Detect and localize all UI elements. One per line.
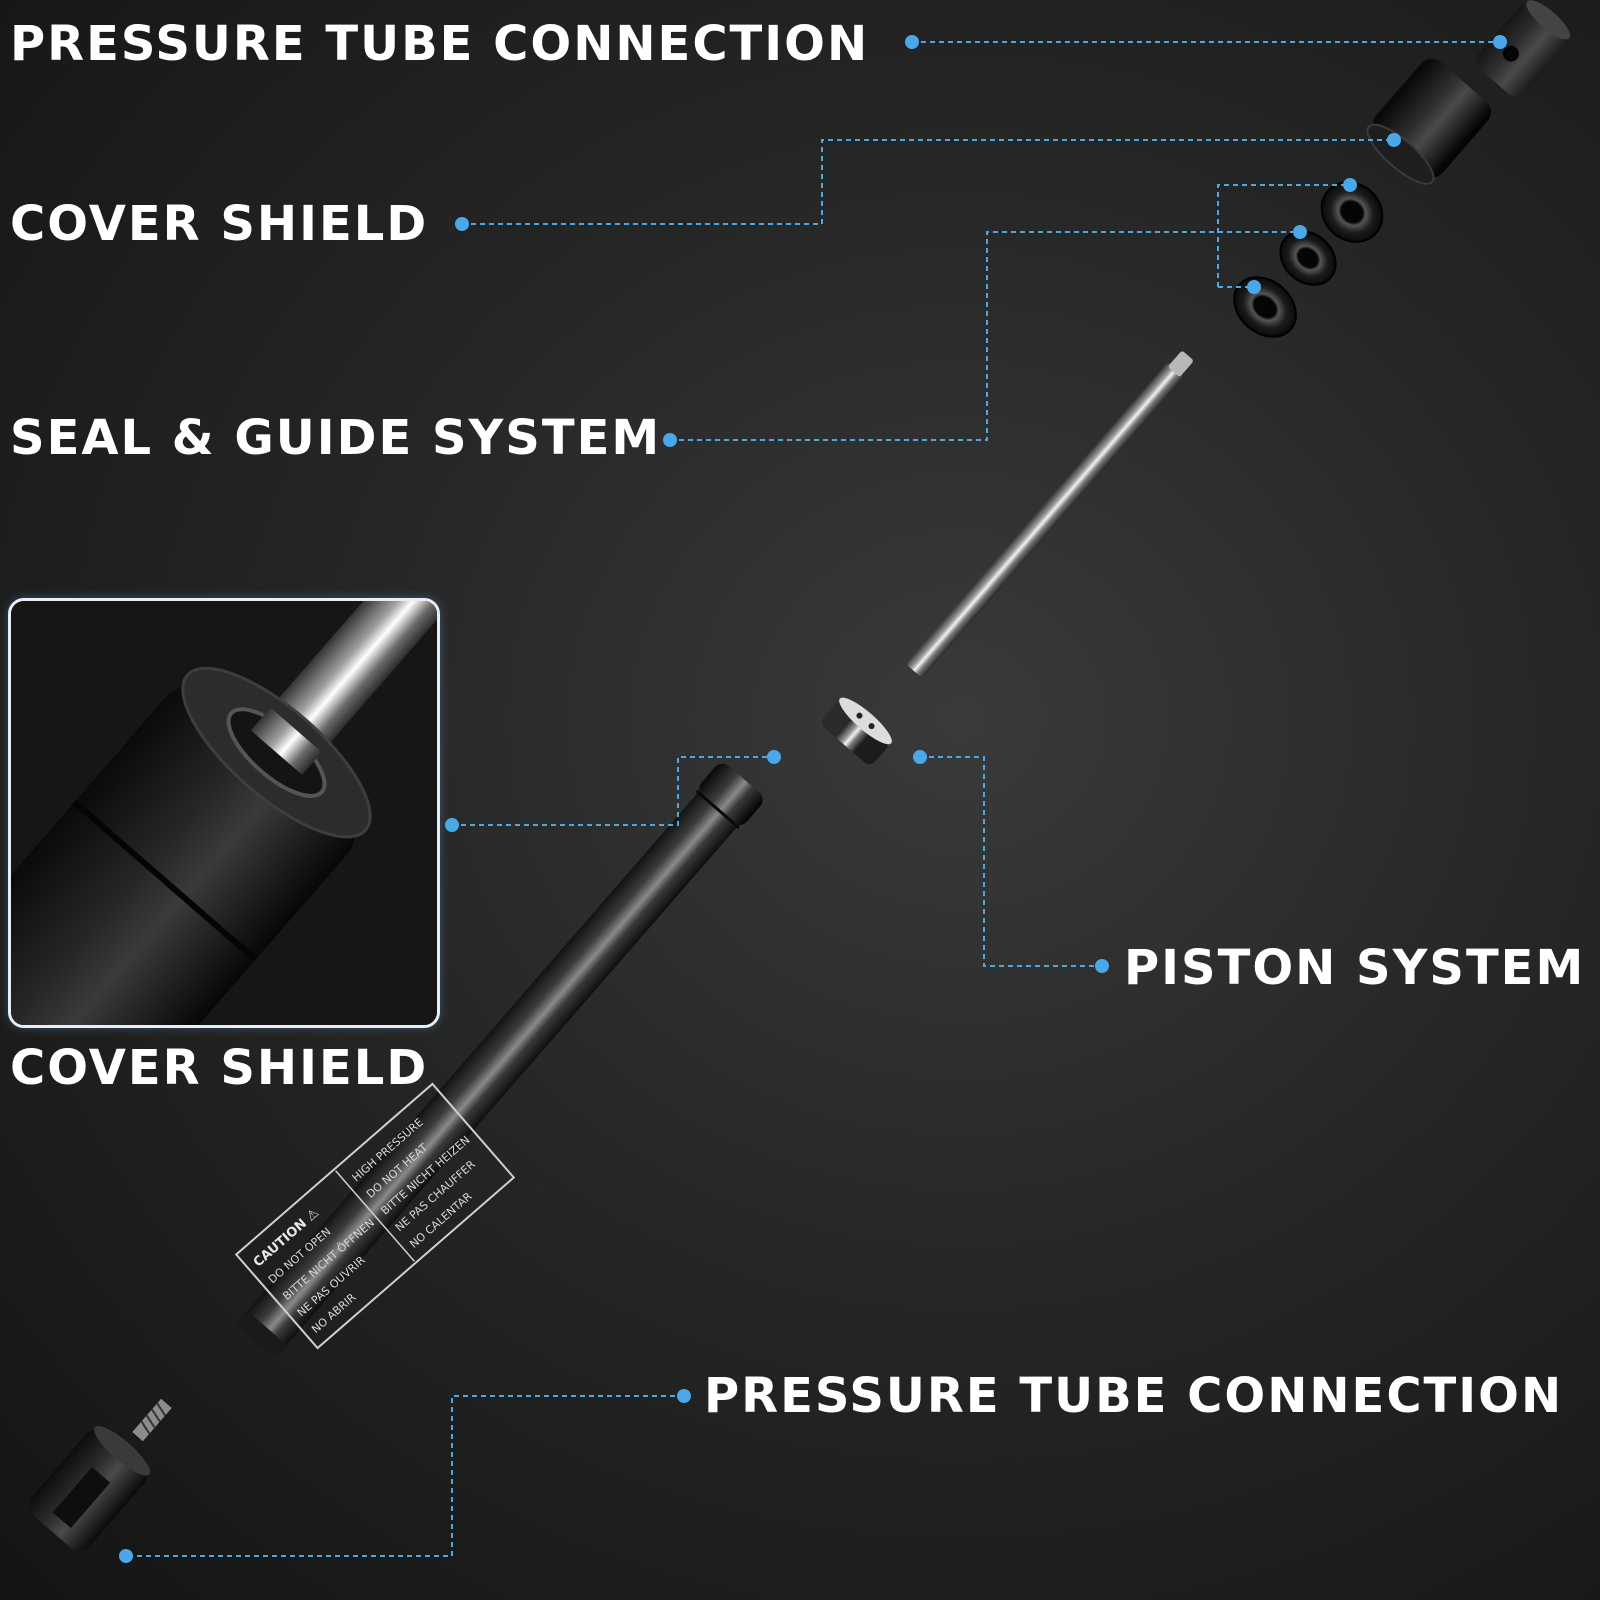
pressure-tube: [237, 763, 763, 1357]
callout-dot: [1247, 280, 1261, 294]
label-cover-shield-top: COVER SHIELD: [10, 196, 429, 252]
seal-ring-2: [1279, 230, 1337, 286]
callout-line-seal-1: [1217, 184, 1350, 287]
callout-dot: [677, 1389, 691, 1403]
piston-rod: [907, 351, 1193, 677]
callout-line-piston: [920, 756, 1102, 967]
label-seal-guide-system: SEAL & GUIDE SYSTEM: [10, 410, 662, 466]
callout-dots: [119, 35, 1507, 1563]
callout-line-pressure-tube-bottom: [126, 1395, 684, 1557]
callout-dot: [1493, 35, 1507, 49]
callout-dot: [455, 217, 469, 231]
callout-dot: [913, 750, 927, 764]
callout-lines: [126, 41, 1500, 1557]
callout-dot: [1387, 133, 1401, 147]
callout-dot: [1293, 225, 1307, 239]
callout-dot: [445, 818, 459, 832]
threaded-stud: [132, 1398, 172, 1442]
callout-dot: [905, 35, 919, 49]
seal-ring-1: [1320, 181, 1384, 243]
callout-dot: [1095, 959, 1109, 973]
cover-shield-closeup: [8, 598, 440, 1028]
label-pressure-tube-connection-bottom: PRESSURE TUBE CONNECTION: [704, 1368, 1564, 1424]
cover-shield-top: [1366, 58, 1491, 185]
piston-head: [822, 697, 892, 765]
callout-line-seal-guide: [670, 231, 1300, 441]
top-end-fitting: [1476, 0, 1571, 97]
callout-line-cover-shield-top: [462, 139, 1394, 225]
label-pressure-tube-connection-top: PRESSURE TUBE CONNECTION: [10, 16, 870, 72]
callout-dot: [119, 1549, 133, 1563]
label-cover-shield-inset: COVER SHIELD: [10, 1040, 429, 1096]
callout-line-cover-shield-inset: [452, 756, 774, 826]
callout-dot: [767, 750, 781, 764]
closeup-illustration: [11, 601, 437, 1025]
label-piston-system: PISTON SYSTEM: [1124, 940, 1586, 996]
callout-dot: [663, 433, 677, 447]
callout-dot: [1343, 178, 1357, 192]
bottom-end-fitting: [28, 1425, 151, 1551]
